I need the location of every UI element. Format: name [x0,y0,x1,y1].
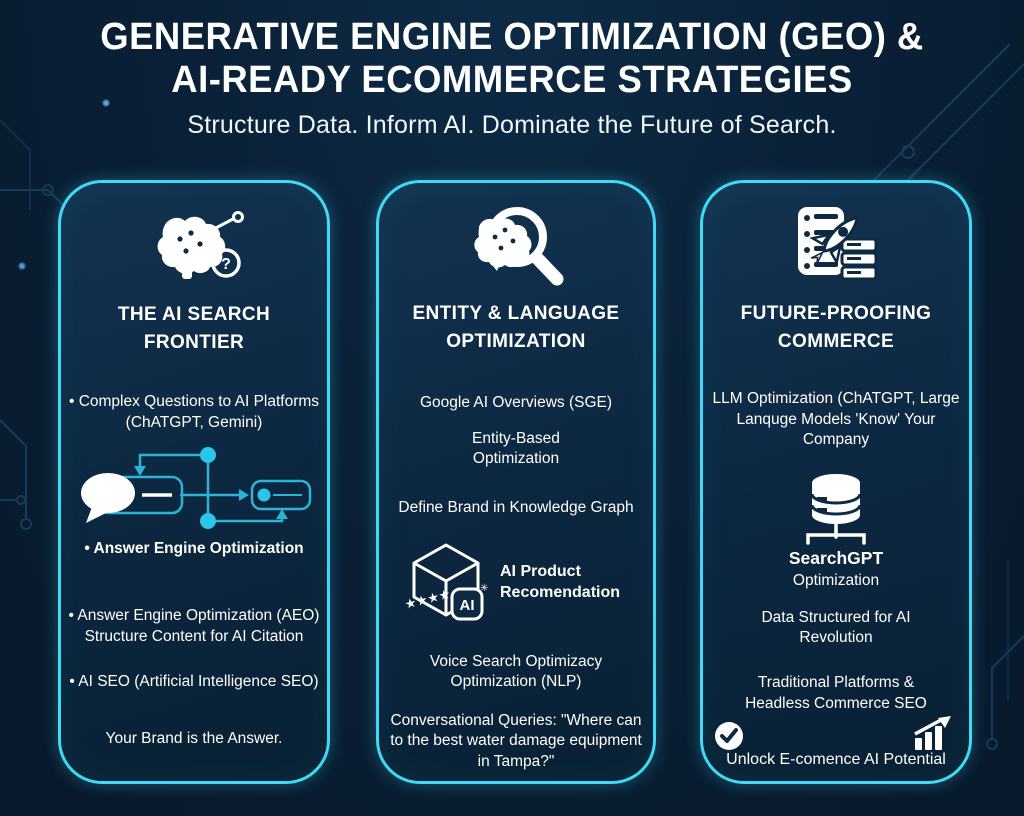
card2-title: ENTITY & LANGUAGE OPTIMIZATION [412,303,620,352]
brain-magnifier-icon [451,197,581,292]
card1-item-aeo: Answer Engine Optimization [84,539,304,560]
glow-dot [18,262,26,270]
card3-item-searchgpt-sub: Optimization [792,572,880,590]
speech-to-answer-flow-diagram [68,443,320,535]
card3-item-searchgpt: SearchGPT [788,547,884,568]
card2-item-conversational: Conversational Queries: "Where can to th… [390,711,642,770]
database-structure-icon [786,467,886,545]
ai-badge: AI [460,597,475,614]
card-entity-language-optimization: ENTITY & LANGUAGE OPTIMIZATION Google AI… [376,180,656,784]
card1-footer: Your Brand is the Answer. [105,729,283,747]
page-title: GENERATIVE ENGINE OPTIMIZATION (GEO) & A… [20,16,1003,101]
card3-footer-row: Unlock E-comence AI Potential [703,716,969,778]
card1-title: THE AI SEARCH FRONTIER [117,304,271,353]
card3-item-traditional: Traditional Platforms & Headless Commerc… [745,674,927,712]
page-subtitle: Structure Data. Inform AI. Dominate the … [187,111,837,140]
card-ai-search-frontier: ? THE AI SEARCH FRONTIER Complex Questio… [58,180,330,784]
card1-item-aeo-structure: Answer Engine Optimization (AEO) Structu… [63,606,325,647]
check-circle-icon [713,720,745,757]
card1-item-ai-seo: AI SEO (Artificial Intelligence SEO) [69,672,318,693]
card2-item-knowledge-graph: Define Brand in Knowledge Graph [398,498,634,516]
card3-footer: Unlock E-comence AI Potential [726,750,946,768]
card2-item-voice-search: Voice Search Optimizacy Optimization (NL… [429,652,603,691]
header: GENERATIVE ENGINE OPTIMIZATION (GEO) & A… [0,16,1024,140]
product-box-ai-icon: ★★★★ AI ✳ [402,539,490,628]
growth-chart-icon [911,716,953,755]
question-mark-glyph: ? [221,256,231,273]
brain-circuit-question-icon: ? [130,203,258,289]
card3-item-data-structured: Data Structured for AI Revolution [761,608,911,647]
card-future-proofing-commerce: FUTURE-PROOFING COMMERCE LLM Optimizatio… [700,180,972,784]
card2-item-sge: Google AI Overviews (SGE) [419,394,613,412]
card3-item-llm: LLM Optimization (ChATGPT, Large Lanquge… [712,390,960,449]
sparkle-glyph: ✳ [480,583,488,594]
card2-item-product-recommendation: AI Product Recomendation [500,563,621,602]
card1-item-platforms: Complex Questions to AI Platforms (ChATG… [65,392,323,433]
page-title-line2: AI-READY ECOMMERCE STRATEGIES [171,58,853,101]
card2-item-entity-based: Entity-Based Optimization [472,429,560,468]
page-title-line1: GENERATIVE ENGINE OPTIMIZATION (GEO) & [100,16,924,58]
glow-dot [102,99,110,107]
rocket-checklist-server-icon [776,197,896,292]
ai-product-recommendation-row: ★★★★ AI ✳ AI Product Recomendation [402,539,630,628]
card3-title: FUTURE-PROOFING COMMERCE [740,303,932,352]
